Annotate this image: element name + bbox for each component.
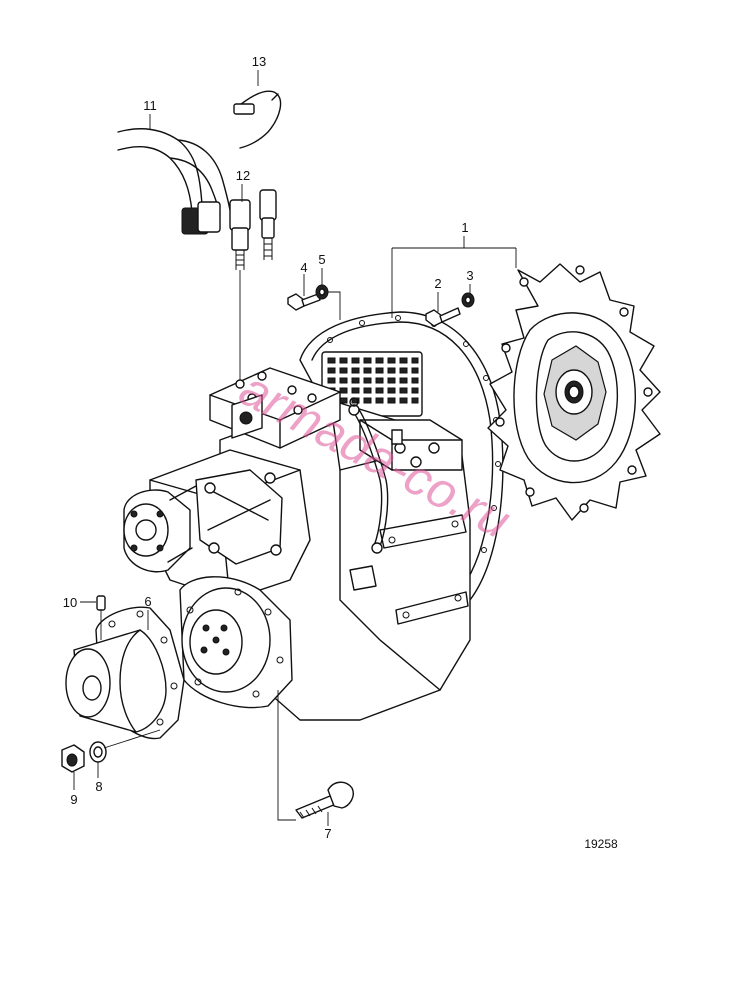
callout-13: 13 xyxy=(252,54,266,69)
washer-8 xyxy=(89,741,107,763)
callout-5: 5 xyxy=(318,252,325,267)
bolt-7 xyxy=(295,781,354,819)
coupling-flange xyxy=(65,606,185,740)
callout-4: 4 xyxy=(300,260,307,275)
callout-6: 6 xyxy=(144,594,151,609)
callout-11: 11 xyxy=(143,98,157,113)
figure-number: 19258 xyxy=(584,837,618,851)
bolt-2 xyxy=(425,307,461,327)
callout-3: 3 xyxy=(466,268,473,283)
hex-nut xyxy=(61,744,85,773)
callout-8: 8 xyxy=(95,779,102,794)
dowel-pin xyxy=(96,595,106,611)
cable-tie xyxy=(233,90,282,149)
output-flange-housing xyxy=(179,576,293,709)
callout-labels: 1 2 3 4 5 6 7 8 9 10 11 12 13 xyxy=(63,54,474,841)
pump-assembly xyxy=(123,449,311,601)
ventilation-grille xyxy=(321,351,423,417)
callout-9: 9 xyxy=(70,792,77,807)
washer-5 xyxy=(315,284,329,300)
callout-12: 12 xyxy=(236,168,250,183)
bolt-4 xyxy=(287,293,321,311)
callout-1: 1 xyxy=(461,220,468,235)
leader-lines xyxy=(73,70,517,826)
callout-10: 10 xyxy=(63,595,77,610)
wiring-harness xyxy=(117,128,277,270)
flexible-coupling-plate xyxy=(487,263,661,521)
callout-7: 7 xyxy=(324,826,331,841)
washer-3 xyxy=(461,292,475,308)
callout-2: 2 xyxy=(434,276,441,291)
